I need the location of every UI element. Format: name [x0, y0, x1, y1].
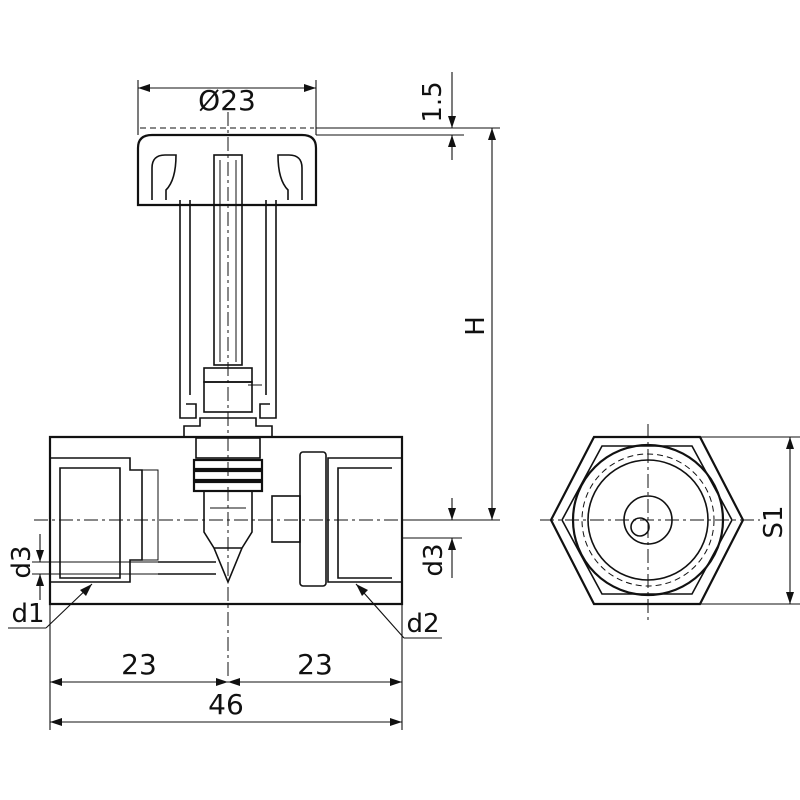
dim-cap-thickness: 1.5: [316, 72, 464, 160]
label-bore-right: d3: [419, 543, 449, 576]
dim-handle-diameter: Ø23: [137, 80, 317, 135]
label-hex-across-flats: S1: [759, 505, 789, 538]
dim-port-left: d1: [8, 583, 93, 629]
handle-cap: [136, 127, 318, 207]
label-half-left: 23: [121, 648, 157, 681]
dim-port-right: d2: [355, 583, 442, 639]
label-cap-thickness: 1.5: [418, 81, 448, 122]
label-half-right: 23: [297, 648, 333, 681]
dim-hex-across-flats: S1: [700, 436, 800, 605]
dim-lengths: 23 23 46: [49, 604, 403, 730]
label-port-right: d2: [406, 609, 439, 639]
dim-height: H: [402, 127, 500, 521]
dim-bore-left: d3: [7, 534, 158, 600]
dim-bore-right: d3: [402, 498, 462, 578]
label-port-left: d1: [11, 599, 44, 629]
label-overall-length: 46: [208, 688, 244, 721]
label-height: H: [461, 316, 491, 336]
end-view-hex: [540, 424, 760, 620]
label-bore-left: d3: [7, 545, 37, 578]
label-handle-diameter: Ø23: [198, 84, 256, 117]
